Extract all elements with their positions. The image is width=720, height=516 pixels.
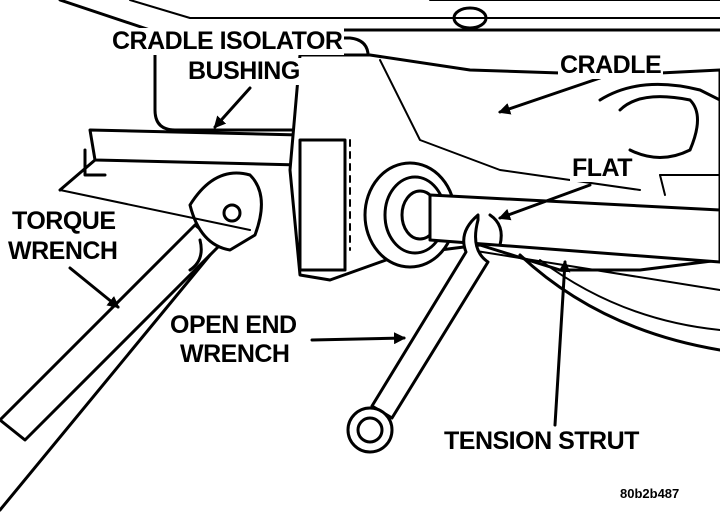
label-open-end-wrench-line1: OPEN END [168, 311, 299, 339]
box-end [346, 406, 394, 454]
label-open-end-wrench-line2: WRENCH [178, 340, 292, 368]
label-cradle-isolator-bushing-line1: CRADLE ISOLATOR [110, 27, 345, 55]
label-flat: FLAT [570, 154, 635, 182]
open-end-wrench [370, 213, 490, 420]
frame-rail-top [58, 0, 720, 32]
label-cradle: CRADLE [558, 51, 664, 79]
label-torque-wrench-line1: TORQUE [10, 207, 118, 235]
label-cradle-isolator-bushing-line2: BUSHING [186, 57, 302, 85]
label-tension-strut: TENSION STRUT [442, 427, 641, 455]
label-torque-wrench-line2: WRENCH [6, 237, 120, 265]
figure-reference: 80b2b487 [620, 486, 680, 501]
